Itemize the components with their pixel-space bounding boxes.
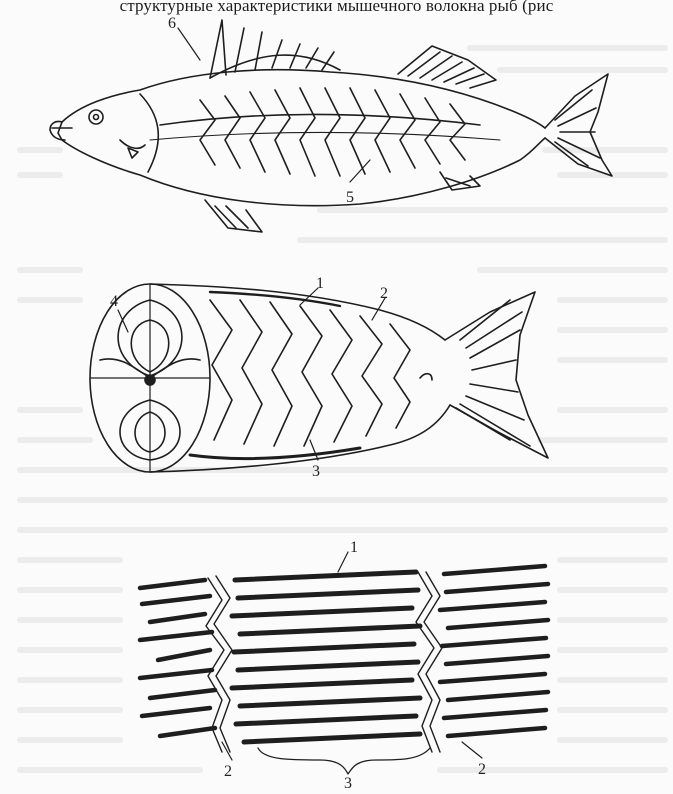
muscle-segment-label-2-right: 2 xyxy=(478,761,486,778)
top-fish-label-5: 5 xyxy=(346,189,354,206)
middle-fish-label-2: 2 xyxy=(380,285,388,302)
middle-fish-label-1: 1 xyxy=(316,275,324,292)
middle-fish-label-3: 3 xyxy=(312,463,320,480)
muscle-segment-label-1: 1 xyxy=(350,539,358,556)
muscle-segment-label-2-left: 2 xyxy=(224,763,232,780)
middle-fish-drawing xyxy=(90,284,548,472)
muscle-segment-drawing xyxy=(140,552,548,774)
top-fish-label-6: 6 xyxy=(168,15,176,32)
top-fish-drawing xyxy=(50,20,612,232)
middle-fish-label-4: 4 xyxy=(110,293,118,310)
muscle-segment-label-3: 3 xyxy=(344,775,352,792)
